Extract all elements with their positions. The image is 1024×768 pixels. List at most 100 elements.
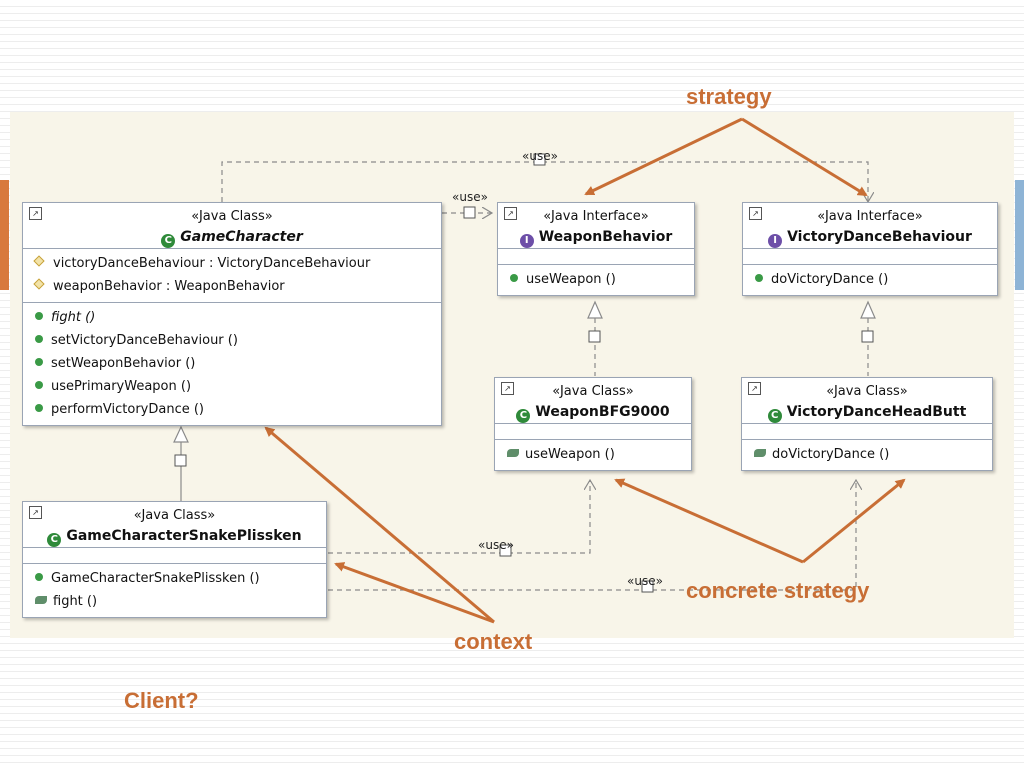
class-name: WeaponBFG9000	[535, 404, 670, 420]
method-row[interactable]: useWeapon ()	[495, 443, 691, 466]
method-icon	[35, 404, 43, 412]
attribute-row[interactable]: weaponBehavior : WeaponBehavior	[23, 275, 441, 298]
class-corner-icon: ↗	[748, 382, 761, 395]
method-icon	[35, 381, 43, 389]
class-icon: C	[161, 234, 176, 248]
method-row[interactable]: setVictoryDanceBehaviour ()	[23, 329, 441, 352]
relation-icon	[499, 544, 512, 557]
class-name: VictoryDanceHeadButt	[786, 404, 967, 420]
annotation-client: Client?	[124, 688, 199, 713]
class-icon: C	[47, 533, 62, 547]
right-accent-bar	[1015, 180, 1024, 290]
method-label: fight ()	[53, 594, 98, 609]
realization-arrowhead-weapon	[587, 300, 603, 319]
annotation-context: context	[454, 629, 533, 654]
use-label-top: «use»	[522, 149, 558, 163]
method-icon	[755, 274, 763, 282]
method-row[interactable]: useWeapon ()	[498, 268, 694, 291]
relation-icon	[641, 580, 654, 593]
strategy-arrow-weapon	[584, 117, 743, 196]
use-connector-snake-dance	[328, 480, 856, 591]
context-arrow-snake	[334, 562, 495, 624]
class-stereotype: «Java Class»	[133, 508, 216, 523]
method-label: setVictoryDanceBehaviour ()	[51, 333, 238, 348]
method-label: usePrimaryWeapon ()	[51, 379, 192, 394]
method-row[interactable]: setWeaponBehavior ()	[23, 352, 441, 375]
class-box-gamecharactersnakeplissken[interactable]: ↗ «Java Class» C GameCharacterSnakePlissk…	[22, 501, 327, 618]
methods-section: useWeapon ()	[495, 439, 691, 470]
class-corner-icon: ↗	[29, 207, 42, 220]
use-connector-snake-weapon	[328, 480, 590, 554]
method-row[interactable]: usePrimaryWeapon ()	[23, 375, 441, 398]
concrete-strategy-arrow-weapon	[614, 478, 804, 564]
methods-section: GameCharacterSnakePlissken () fight ()	[23, 563, 326, 617]
interface-icon: I	[768, 234, 783, 248]
attributes-section	[495, 423, 691, 439]
relation-icon	[533, 153, 546, 166]
method-row[interactable]: doVictoryDance ()	[742, 443, 992, 466]
class-name: WeaponBehavior	[538, 229, 673, 245]
relation-icon-set	[174, 153, 874, 593]
class-name: VictoryDanceBehaviour	[787, 229, 972, 245]
override-method-icon	[754, 449, 766, 457]
class-title: I WeaponBehavior	[498, 227, 694, 248]
class-name: GameCharacter	[180, 229, 303, 245]
methods-section: fight () setVictoryDanceBehaviour () set…	[23, 302, 441, 425]
methods-section: useWeapon ()	[498, 264, 694, 295]
method-row[interactable]: GameCharacterSnakePlissken ()	[23, 567, 326, 590]
interface-box-weaponbehavior[interactable]: ↗ «Java Interface» I WeaponBehavior useWe…	[497, 202, 695, 296]
method-label: performVictoryDance ()	[51, 402, 204, 417]
class-corner-icon: ↗	[504, 207, 517, 220]
method-icon	[35, 358, 43, 366]
concrete-strategy-arrow-dance	[802, 478, 906, 564]
class-header: ↗ «Java Interface» I WeaponBehavior	[498, 203, 694, 248]
method-label: doVictoryDance ()	[772, 447, 890, 462]
class-name: GameCharacterSnakePlissken	[66, 528, 302, 544]
attributes-section	[498, 248, 694, 264]
method-label: useWeapon ()	[525, 447, 615, 462]
method-icon	[35, 335, 43, 343]
method-row[interactable]: fight ()	[23, 590, 326, 613]
method-row[interactable]: fight ()	[23, 306, 441, 329]
attribute-row[interactable]: victoryDanceBehaviour : VictoryDanceBeha…	[23, 252, 441, 275]
method-label: useWeapon ()	[526, 272, 616, 287]
use-connector-top	[221, 161, 868, 202]
method-label: fight ()	[51, 310, 96, 325]
attributes-section	[743, 248, 997, 264]
class-title: C GameCharacter	[23, 227, 441, 248]
interface-icon: I	[519, 234, 534, 248]
class-corner-icon: ↗	[501, 382, 514, 395]
annotation-strategy: strategy	[686, 84, 772, 109]
method-row[interactable]: doVictoryDance ()	[743, 268, 997, 291]
class-corner-icon: ↗	[29, 506, 42, 519]
method-icon	[510, 274, 518, 282]
class-stereotype: «Java Class»	[552, 384, 634, 399]
field-icon	[33, 255, 45, 267]
use-label-snake-weapon: «use»	[478, 538, 514, 552]
attributes-section	[23, 547, 326, 563]
method-row[interactable]: performVictoryDance ()	[23, 398, 441, 421]
relation-icon	[174, 454, 187, 467]
field-icon	[33, 278, 45, 290]
class-stereotype: «Java Class»	[191, 209, 273, 224]
method-label: doVictoryDance ()	[771, 272, 889, 287]
generalization-arrowhead	[173, 425, 189, 443]
method-label: GameCharacterSnakePlissken ()	[51, 571, 260, 586]
class-header: ↗ «Java Class» C GameCharacterSnakePlissk…	[23, 502, 326, 547]
override-method-icon	[35, 596, 47, 604]
attribute-label: weaponBehavior : WeaponBehavior	[53, 279, 285, 294]
relation-icon	[588, 330, 601, 343]
class-box-gamecharacter[interactable]: ↗ «Java Class» C GameCharacter victoryDan…	[22, 202, 442, 426]
class-stereotype: «Java Interface»	[543, 209, 649, 224]
realization-arrowhead-dance	[860, 300, 876, 319]
attributes-section: victoryDanceBehaviour : VictoryDanceBeha…	[23, 248, 441, 302]
class-icon: C	[767, 409, 782, 423]
context-arrow-gamecharacter	[264, 426, 495, 624]
class-stereotype: «Java Interface»	[817, 209, 923, 224]
